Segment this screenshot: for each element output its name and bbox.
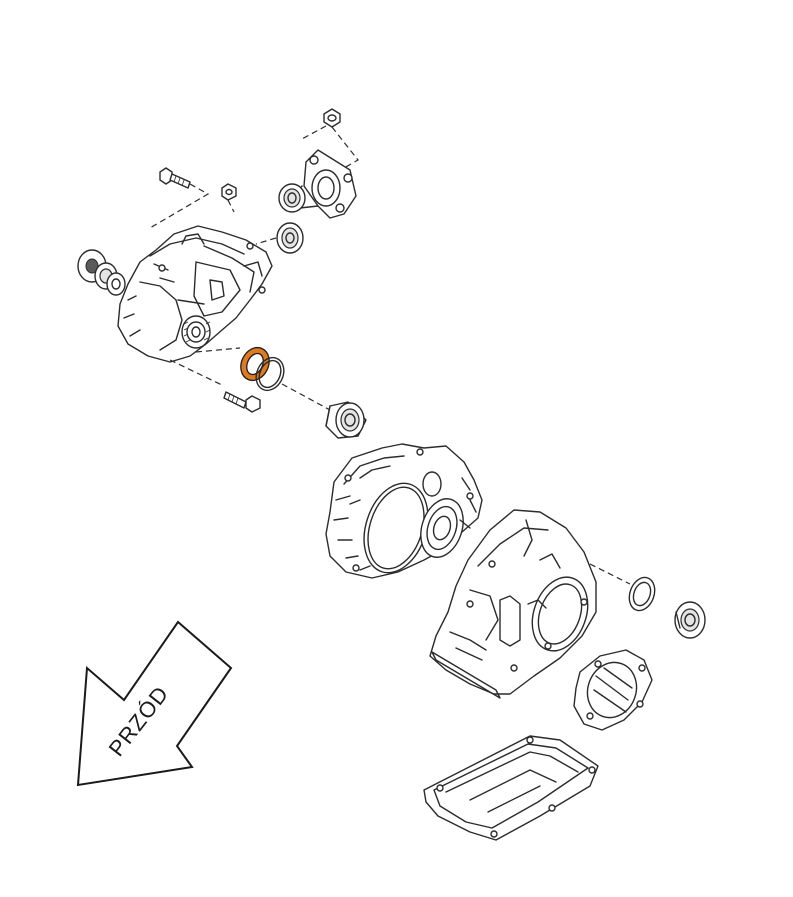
flange-seal	[278, 183, 306, 213]
left-seal-group	[77, 249, 126, 296]
bolt-top	[159, 167, 191, 189]
oil-pan	[423, 735, 599, 841]
clutch-housing	[325, 443, 483, 579]
pinion-bearing	[276, 222, 304, 254]
transfer-case-housing	[117, 225, 273, 363]
case-nut	[221, 183, 237, 201]
transmission-case	[429, 509, 597, 699]
seal-ring	[240, 346, 270, 382]
arrow-shape	[76, 620, 233, 787]
side-cover	[573, 649, 653, 731]
thrust-washer	[628, 576, 656, 612]
transfer-case-group	[77, 108, 367, 439]
seal-ring-highlight	[241, 348, 269, 380]
right-seal	[674, 601, 706, 639]
o-ring	[255, 356, 285, 392]
front-direction-arrow: PRZÓD	[76, 620, 233, 787]
main-bearing	[325, 401, 367, 439]
bolt-bottom	[223, 391, 261, 413]
top-nut	[323, 108, 341, 128]
